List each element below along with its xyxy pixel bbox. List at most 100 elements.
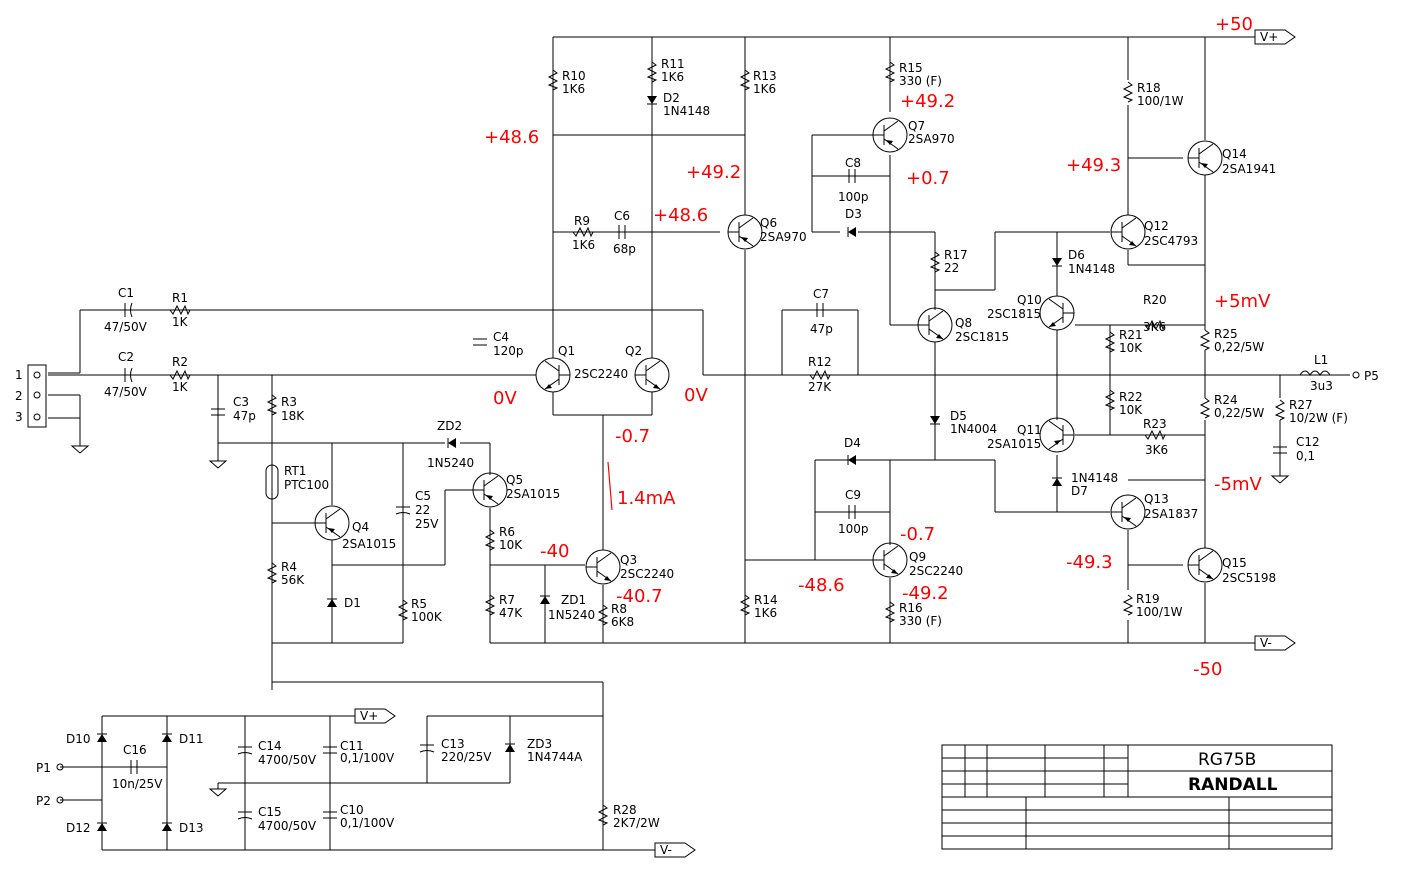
label-C6: C6 — [614, 209, 630, 223]
label-C16: C16 — [123, 743, 147, 757]
volt-q9-base: -48.6 — [798, 575, 845, 596]
label-R18: R18 — [1137, 81, 1161, 95]
label-Q12: Q12 — [1144, 219, 1169, 233]
rail-vplus-psu: V+ — [360, 709, 378, 723]
label-R7: R7 — [499, 593, 515, 607]
label-C13: C13 — [441, 737, 465, 751]
value-R22: 10K — [1119, 403, 1143, 417]
volt-tail: -0.7 — [615, 426, 650, 447]
label-Q8: Q8 — [955, 316, 972, 330]
value-C2: 47/50V — [104, 385, 148, 399]
label-R22: R22 — [1119, 390, 1143, 404]
label-R5: R5 — [411, 597, 427, 611]
label-R17: R17 — [944, 248, 968, 262]
value-Q4: 2SA1015 — [342, 537, 396, 551]
value-R20: 3K6 — [1143, 320, 1166, 334]
value-R7: 47K — [499, 606, 523, 620]
volt-q7-collector: +0.7 — [906, 168, 950, 189]
label-D7: D7 — [1071, 484, 1088, 498]
label-R13: R13 — [753, 69, 777, 83]
label-C12: C12 — [1296, 435, 1320, 449]
value-C14: 4700/50V — [258, 753, 317, 767]
label-Q14: Q14 — [1222, 147, 1247, 161]
value-C11: 0,1/100V — [340, 751, 395, 765]
volt-q3-base: -40 — [540, 541, 569, 562]
label-R27: R27 — [1289, 398, 1313, 412]
misc-symbols — [27, 29, 1360, 858]
label-R9: R9 — [574, 214, 590, 228]
value-C15: 4700/50V — [258, 819, 317, 833]
value-R23: 3K6 — [1145, 443, 1168, 457]
value-R17: 22 — [944, 261, 959, 275]
label-R2: R2 — [172, 355, 188, 369]
volt-out-pos: +5mV — [1214, 291, 1271, 312]
volt-q1-base: 0V — [493, 388, 517, 409]
value-D5: 1N4004 — [950, 422, 997, 436]
pin-2: 2 — [15, 389, 23, 403]
value-C9: 100p — [838, 522, 869, 536]
label-C2: C2 — [118, 350, 134, 364]
value-R13: 1K6 — [753, 82, 776, 96]
value-C7: 47p — [810, 322, 833, 336]
value-R1: 1K — [172, 315, 189, 329]
value-R27: 10/2W (F) — [1289, 411, 1348, 425]
value-C13: 220/25V — [441, 750, 492, 764]
value-C8: 100p — [838, 190, 869, 204]
value-R10: 1K6 — [562, 82, 585, 96]
transistors — [314, 117, 1223, 585]
value-C10: 0,1/100V — [340, 816, 395, 830]
value-C4: 120p — [493, 344, 524, 358]
value-Q3: 2SC2240 — [620, 567, 674, 581]
wires — [48, 36, 1350, 851]
value-R16: 330 (F) — [899, 614, 942, 628]
label-Q1: Q1 — [558, 344, 575, 358]
value-C12: 0,1 — [1296, 449, 1315, 463]
label-ZD1: ZD1 — [561, 593, 586, 607]
label-R3: R3 — [281, 395, 297, 409]
port-P1: P1 — [36, 761, 51, 775]
label-R11: R11 — [661, 57, 685, 71]
volt-tail-current: 1.4mA — [617, 488, 676, 509]
label-Q11: Q11 — [1017, 423, 1042, 437]
label-D2: D2 — [663, 91, 680, 105]
label-R12: R12 — [808, 355, 832, 369]
value-R14: 1K6 — [754, 606, 777, 620]
volt-q14-base: +49.3 — [1066, 155, 1121, 176]
label-C14: C14 — [258, 739, 282, 753]
label-R4: R4 — [281, 560, 297, 574]
connector-labels: 1 2 3 V+ V- V+ V- P1 P2 P5 — [15, 30, 1379, 857]
label-Q6: Q6 — [760, 216, 777, 230]
volt-q1-collector: +48.6 — [484, 127, 539, 148]
value-R6: 10K — [499, 538, 523, 552]
value-R19: 100/1W — [1136, 605, 1183, 619]
rail-vplus-top: V+ — [1260, 30, 1278, 44]
value-ZD3: 1N4744A — [527, 750, 583, 764]
value-R9: 1K6 — [572, 238, 595, 252]
label-R15: R15 — [899, 61, 923, 75]
value-Q13: 2SA1837 — [1144, 507, 1198, 521]
label-R28: R28 — [613, 803, 637, 817]
value-Q12: 2SC4793 — [1144, 234, 1198, 248]
value-Q1: 2SC2240 — [574, 367, 628, 381]
label-C4: C4 — [493, 330, 509, 344]
label-Q13: Q13 — [1144, 492, 1169, 506]
volt-q9-collector: -0.7 — [900, 524, 935, 545]
value-R18: 100/1W — [1137, 94, 1184, 108]
volt-q6-emitter: +49.2 — [686, 162, 741, 183]
label-D1: D1 — [344, 596, 361, 610]
label-C11: C11 — [340, 739, 364, 753]
label-R21: R21 — [1119, 328, 1143, 342]
diodes — [96, 95, 1063, 832]
label-R20: R20 — [1143, 293, 1167, 307]
component-labels: C1 47/50V R1 1K C2 47/50V R2 1K C3 47p R… — [66, 57, 1348, 835]
label-Q9: Q9 — [909, 550, 926, 564]
value-Q15: 2SC5198 — [1222, 571, 1276, 585]
volt-q6-base: +48.6 — [653, 205, 708, 226]
label-Q10: Q10 — [1017, 293, 1042, 307]
label-R19: R19 — [1136, 592, 1160, 606]
value-R3: 18K — [281, 409, 305, 423]
value-R15: 330 (F) — [899, 74, 942, 88]
label-R25: R25 — [1214, 327, 1238, 341]
value-R5: 100K — [411, 610, 443, 624]
